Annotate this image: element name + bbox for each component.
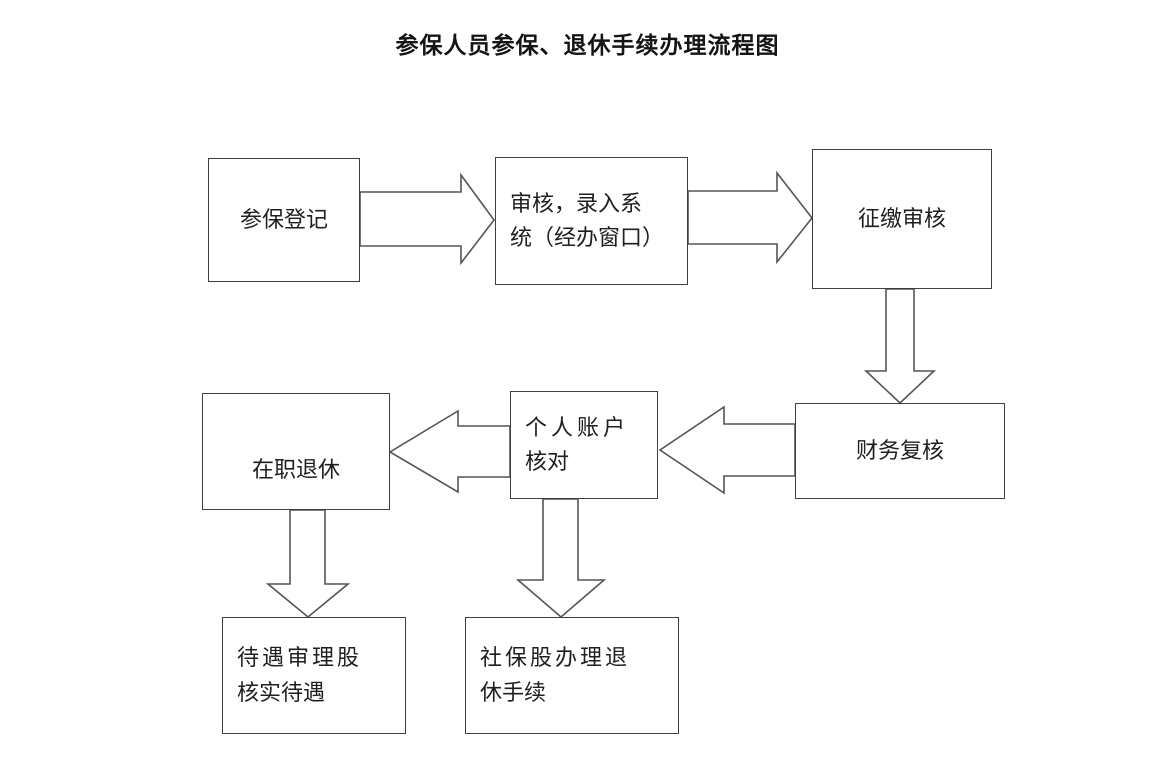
arrow-caiwu-to-geren — [658, 405, 796, 495]
node-geren-zhanghu-line-2: 核对 — [525, 449, 570, 474]
node-shebao-tuixiu-line-1: 社保股办理退 — [480, 645, 631, 671]
node-shenhe-luru-line-1: 审核，录入系 — [510, 190, 643, 216]
node-geren-zhanghu[interactable]: 个人账户 核对 — [510, 391, 658, 499]
node-zaizhi-tuixiu-line-1: 在职退休 — [251, 456, 340, 482]
node-daiyu-shenli-line-2: 核实待遇 — [237, 679, 326, 705]
node-shenhe-luru[interactable]: 审核，录入系 统（经办窗口） — [495, 157, 688, 285]
node-daiyu-shenli[interactable]: 待遇审理股 核实待遇 — [222, 617, 406, 734]
node-shebao-tuixiu-line-2: 休手续 — [480, 679, 547, 705]
node-shebao-tuixiu[interactable]: 社保股办理退 休手续 — [465, 617, 679, 734]
node-caiwu-fuhe-line-1: 财务复核 — [855, 437, 944, 463]
node-canbao-dengji-line-1: 参保登记 — [239, 206, 328, 232]
node-zhengjiao-shenhe[interactable]: 征缴审核 — [812, 149, 992, 289]
arrow-canbao-to-shenhe — [359, 172, 496, 266]
arrow-geren-to-shebao — [515, 498, 607, 619]
node-daiyu-shenli-line-1: 待遇审理股 — [237, 645, 363, 671]
arrow-zhengjiao-to-caiwu — [863, 288, 937, 405]
arrow-geren-to-zaizhi — [388, 409, 511, 494]
node-geren-zhanghu-line-1: 个人账户 — [525, 414, 630, 440]
node-caiwu-fuhe[interactable]: 财务复核 — [795, 403, 1005, 499]
node-zaizhi-tuixiu[interactable]: 在职退休 — [202, 393, 390, 510]
node-zhengjiao-shenhe-line-1: 征缴审核 — [857, 205, 946, 231]
arrow-shenhe-to-zhengjiao — [687, 170, 814, 265]
node-shenhe-luru-line-2: 统（经办窗口） — [510, 225, 665, 250]
arrow-zaizhi-to-daiyu — [265, 509, 351, 619]
node-canbao-dengji[interactable]: 参保登记 — [208, 158, 360, 282]
page-title: 参保人员参保、退休手续办理流程图 — [395, 33, 780, 59]
